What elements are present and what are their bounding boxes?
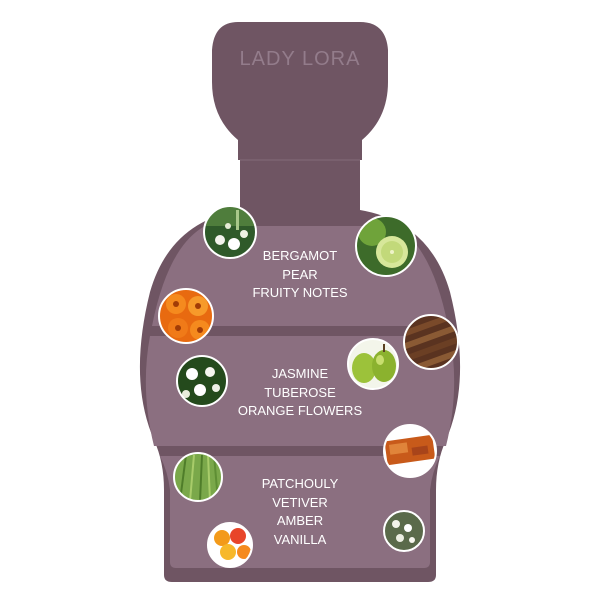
bottle-cap (212, 22, 388, 160)
heart-note: TUBEROSE (264, 384, 336, 400)
top-note: PEAR (282, 266, 318, 282)
citrus-fruits-image (208, 523, 252, 567)
top-note: FRUITY NOTES (252, 285, 348, 300)
brand-name: LADY LORA (239, 48, 361, 70)
heart-notes-list: JASMINE TUBEROSE ORANGE FLOWERS (0, 365, 600, 421)
top-note: BERGAMOT (262, 248, 338, 263)
vanilla-sticks-image (404, 315, 458, 369)
base-notes-list: PATCHOULY VETIVER AMBER VANILLA (0, 475, 600, 549)
base-note: PATCHOULY (261, 476, 339, 491)
bottle-neck (240, 158, 360, 200)
pear-image (348, 339, 398, 389)
amber-image (384, 425, 436, 477)
base-note: AMBER (276, 513, 324, 528)
heart-note: JASMINE (271, 366, 329, 381)
heart-note: ORANGE FLOWERS (237, 403, 363, 418)
vetiver-image (174, 453, 222, 501)
tuberose-image (204, 206, 256, 258)
orange-flowers-image (159, 289, 213, 343)
base-note: VANILLA (273, 531, 327, 547)
top-notes-list: BERGAMOT PEAR FRUITY NOTES (0, 247, 600, 303)
white-blossom-image (384, 511, 424, 551)
base-note: VETIVER (272, 494, 328, 510)
jasmine-image (177, 356, 227, 406)
